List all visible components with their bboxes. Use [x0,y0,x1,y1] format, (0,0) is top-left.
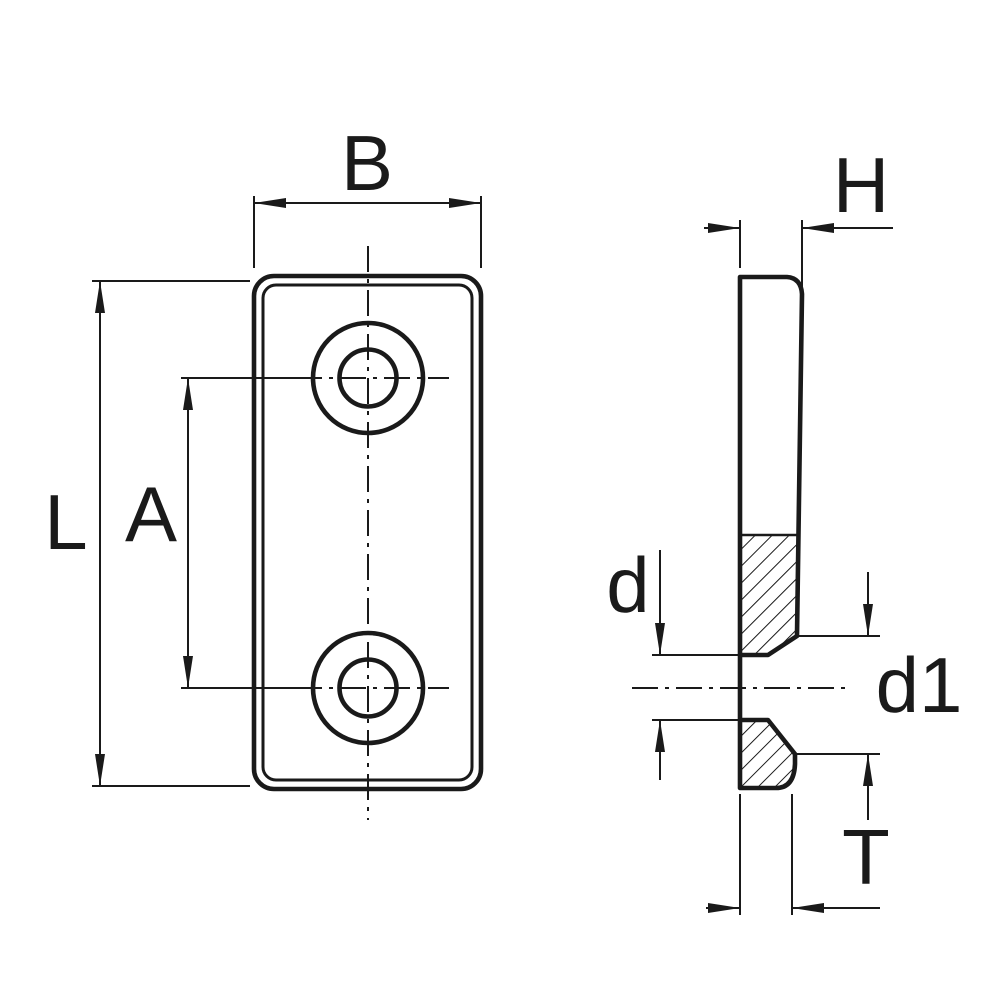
front-view [251,246,484,820]
dim-h-lines [704,220,893,288]
section-hatch-lower [740,720,795,788]
dim-d1-lines [795,572,880,820]
dim-d1-arrows [863,604,873,786]
dim-h-arrows [708,223,834,233]
countersink-hole-profile [737,633,800,757]
dim-d-arrows [655,623,665,752]
dim-a-lines [181,377,296,689]
side-plate-outline [737,274,805,791]
front-view-dimensions: B L A [44,119,482,787]
dim-label-d: d [606,541,649,629]
dim-a-arrows [183,378,193,688]
front-view-centerlines [296,246,449,820]
dim-d-lines [652,550,740,780]
dim-b-lines [253,196,482,268]
dim-label-t: T [842,813,890,901]
dim-label-a: A [125,470,177,558]
dim-label-h: H [833,141,889,229]
side-view-dimensions: H T d d1 [606,141,962,915]
dim-label-d1: d1 [876,641,963,729]
dim-label-b: B [341,119,393,207]
dim-label-l: L [44,478,87,566]
dim-t-lines [706,794,880,915]
section-hatch-upper [740,535,798,655]
side-view [632,274,845,791]
dim-t-arrows [708,903,824,913]
dim-l-lines [92,280,250,787]
